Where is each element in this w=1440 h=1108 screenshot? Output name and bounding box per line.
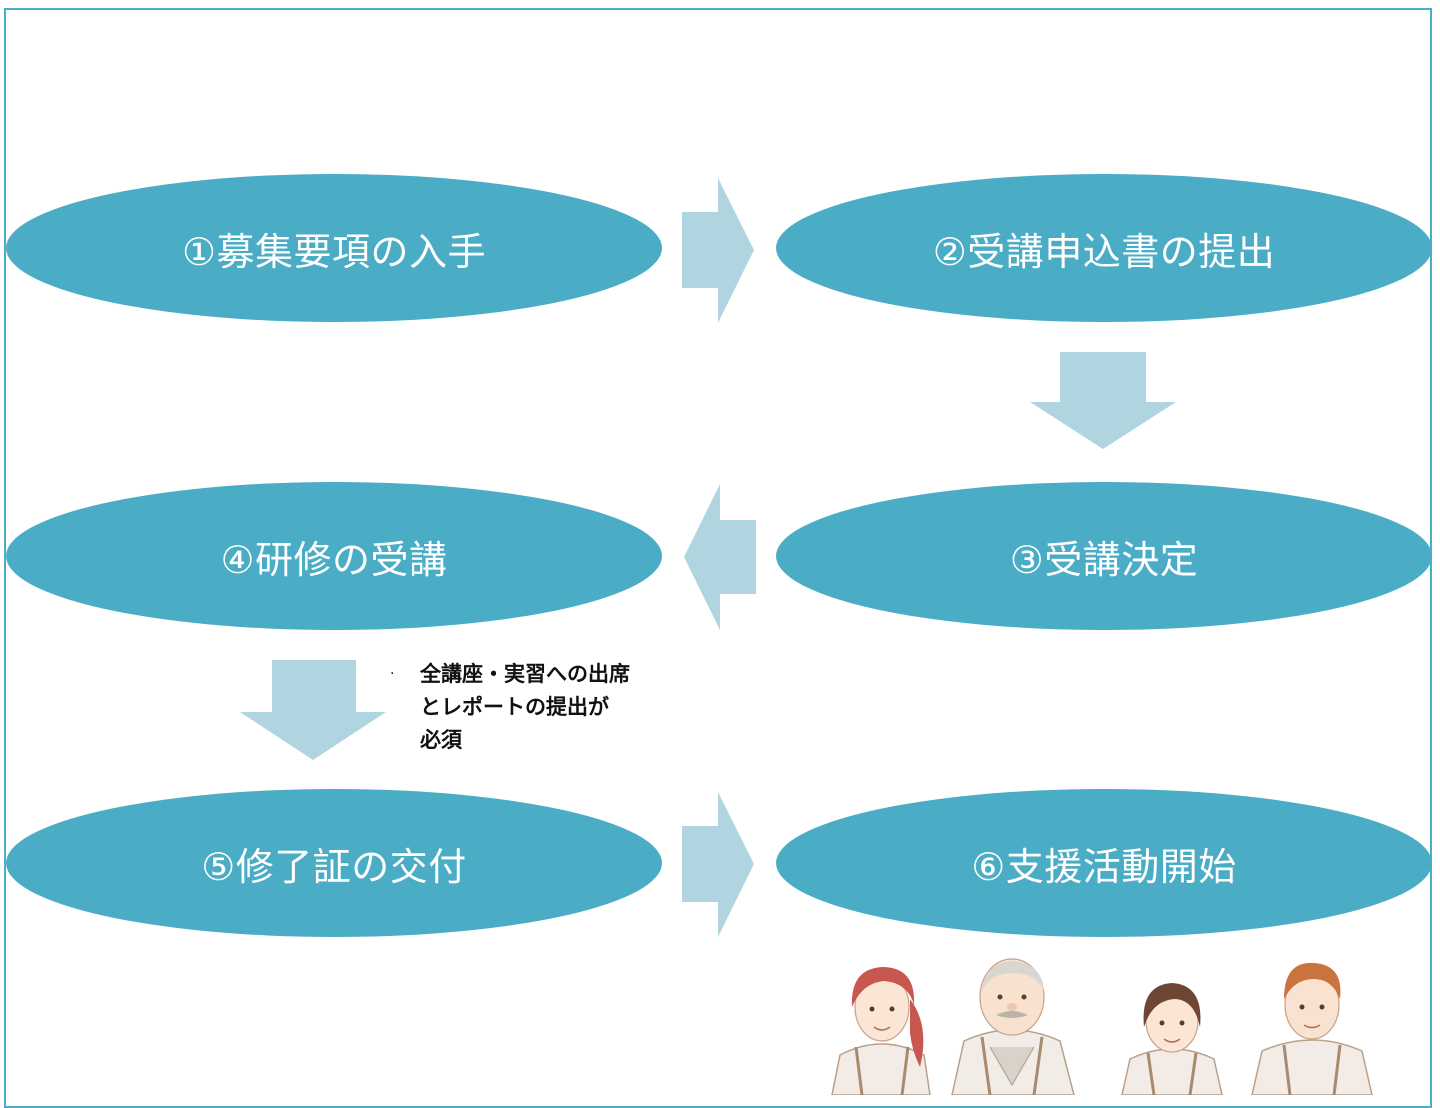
person-young-man-illustration [1251, 962, 1373, 1095]
people-illustration [831, 958, 1373, 1095]
note-bullet: · [390, 666, 395, 682]
step-1-ellipse: ①募集要項の入手 [6, 174, 662, 322]
arrow-down-icon [1030, 352, 1176, 449]
note-line-3: 必須 [420, 728, 462, 752]
step-5-ellipse: ⑤修了証の交付 [6, 789, 662, 937]
note-line-1: 全講座・実習への出席 [420, 662, 630, 686]
arrow-right-icon [682, 792, 754, 937]
step-5-label: ⑤修了証の交付 [201, 844, 467, 889]
step-3-ellipse: ③受講決定 [776, 482, 1432, 630]
step-6-ellipse: ⑥支援活動開始 [776, 789, 1432, 937]
note-line-2: とレポートの提出が [420, 695, 609, 719]
step-3-label: ③受講決定 [1009, 537, 1199, 582]
arrow-down-icon [240, 660, 386, 760]
person-woman-ponytail-illustration [831, 967, 931, 1095]
step-1-label: ①募集要項の入手 [181, 229, 487, 274]
arrow-right-icon [682, 178, 754, 323]
step-4-ellipse: ④研修の受講 [6, 482, 662, 630]
person-older-man-illustration [951, 958, 1075, 1095]
arrow-left-icon [684, 484, 756, 630]
step-2-ellipse: ②受講申込書の提出 [776, 174, 1432, 322]
requirement-note: · 全講座・実習への出席 とレポートの提出が 必須 [390, 658, 688, 757]
person-woman-short-hair-illustration [1121, 983, 1223, 1095]
step-2-label: ②受講申込書の提出 [932, 229, 1276, 274]
step-6-label: ⑥支援活動開始 [971, 844, 1237, 889]
step-4-label: ④研修の受講 [220, 537, 448, 582]
